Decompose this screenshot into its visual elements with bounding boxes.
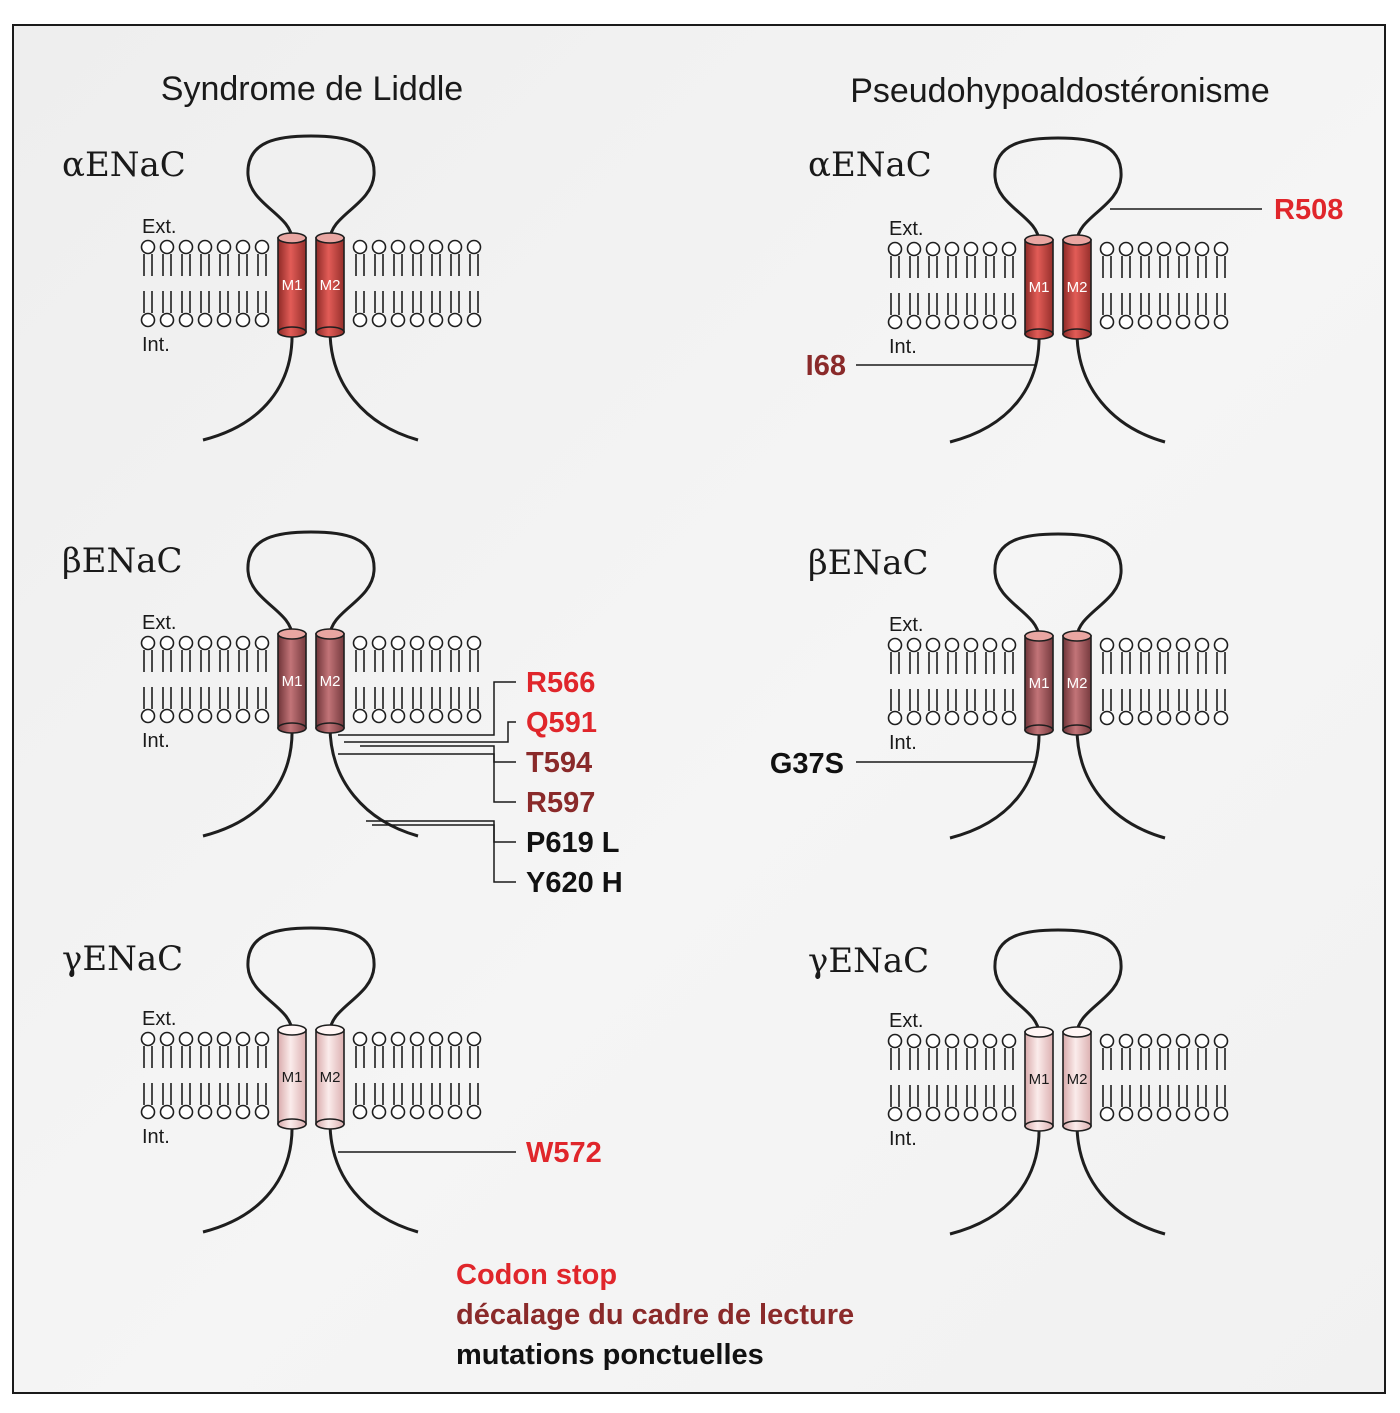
n-terminal-tail [202, 725, 294, 838]
liddle-alpha-enac-title: αENaC [62, 145, 186, 185]
extracellular-label: Ext. [889, 614, 923, 636]
extracellular-loop [993, 136, 1123, 243]
helix-m1-label: M1 [1029, 279, 1050, 296]
helix-m1-label: M1 [1029, 1071, 1050, 1088]
liddle-beta-enac-title: βENaC [62, 541, 183, 581]
helix-m2: M2 [1062, 234, 1092, 340]
helix-m2: M2 [315, 628, 345, 734]
helix-m1: M1 [277, 628, 307, 734]
lipid-bilayer [140, 239, 482, 328]
helix-m1-label: M1 [282, 673, 303, 690]
c-terminal-tail [328, 1121, 419, 1234]
n-terminal-tail [202, 329, 294, 442]
n-terminal-tail [949, 331, 1041, 444]
extracellular-loop [246, 134, 376, 241]
helix-m2: M2 [1062, 1026, 1092, 1132]
extracellular-loop [993, 532, 1123, 639]
lipid-bilayer [887, 241, 1229, 330]
mutation-t594: T594 [526, 747, 592, 779]
lipid-bilayer [887, 1033, 1229, 1122]
helix-m2: M2 [1062, 630, 1092, 736]
lipid-bilayer [140, 635, 482, 724]
mutation-q591: Q591 [526, 707, 597, 739]
pha-alpha-channel-diagram: M1 M2 Ext. Int. [887, 136, 1229, 444]
liddle-gamma-enac-title: γENaC [62, 939, 183, 979]
c-terminal-tail [328, 725, 419, 838]
helix-m1-label: M1 [282, 1069, 303, 1086]
c-terminal-tail [328, 329, 419, 442]
helix-m2-label: M2 [1067, 279, 1088, 296]
intracellular-label: Int. [142, 334, 170, 356]
mutation-leader-lines [338, 208, 1262, 1153]
mutation-r566: R566 [526, 667, 595, 699]
extracellular-label: Ext. [142, 612, 176, 634]
legend-point-mutations: mutations ponctuelles [456, 1339, 764, 1371]
n-terminal-tail [949, 1123, 1041, 1236]
extracellular-loop [246, 926, 376, 1033]
pha-gamma-channel-diagram: M1 M2 Ext. Int. [887, 928, 1229, 1236]
helix-m2-label: M2 [320, 277, 341, 294]
extracellular-loop [246, 530, 376, 637]
helix-m1: M1 [277, 1024, 307, 1130]
liddle-alpha-channel-diagram: M1 M2 Ext. Int. [140, 134, 482, 442]
liddle-beta-channel-diagram: M1 M2 Ext. Int. [140, 530, 482, 838]
c-terminal-tail [1075, 1123, 1166, 1236]
helix-m1: M1 [1024, 630, 1054, 736]
leader-line-r566 [338, 681, 516, 736]
mutation-g37s: G37S [770, 748, 844, 780]
helix-m2-label: M2 [1067, 1071, 1088, 1088]
lipid-bilayer [140, 1031, 482, 1120]
n-terminal-tail [949, 727, 1041, 840]
extracellular-label: Ext. [889, 1010, 923, 1032]
n-terminal-tail [202, 1121, 294, 1234]
mutation-r597: R597 [526, 787, 595, 819]
mutation-i68: I68 [806, 350, 846, 382]
helix-m2: M2 [315, 232, 345, 338]
heading-liddle: Syndrome de Liddle [161, 70, 463, 108]
mutation-r508: R508 [1274, 194, 1343, 226]
c-terminal-tail [1075, 331, 1166, 444]
extracellular-label: Ext. [142, 1008, 176, 1030]
helix-m2-label: M2 [320, 673, 341, 690]
helix-m2-label: M2 [1067, 675, 1088, 692]
pha-beta-channel-diagram: M1 M2 Ext. Int. [887, 532, 1229, 840]
helix-m1: M1 [277, 232, 307, 338]
helix-m1-label: M1 [1029, 675, 1050, 692]
mutation-p619l: P619 L [526, 827, 620, 859]
intracellular-label: Int. [142, 1126, 170, 1148]
intracellular-label: Int. [889, 336, 917, 358]
leader-line-q591 [344, 721, 516, 743]
helix-m1: M1 [1024, 234, 1054, 340]
legend-frameshift: décalage du cadre de lecture [456, 1299, 854, 1331]
liddle-gamma-channel-diagram: M1 M2 Ext. Int. [140, 926, 482, 1234]
helix-m2-label: M2 [320, 1069, 341, 1086]
intracellular-label: Int. [889, 732, 917, 754]
pha-alpha-enac-title: αENaC [808, 145, 932, 185]
pha-beta-enac-title: βENaC [808, 543, 929, 583]
extracellular-label: Ext. [889, 218, 923, 240]
heading-pseudohypoaldosteronism: Pseudohypoaldostéronisme [850, 72, 1270, 110]
extracellular-loop [993, 928, 1123, 1035]
mutation-y620h: Y620 H [526, 867, 623, 899]
mutation-w572: W572 [526, 1137, 602, 1169]
helix-m1-label: M1 [282, 277, 303, 294]
helix-m1: M1 [1024, 1026, 1054, 1132]
intracellular-label: Int. [142, 730, 170, 752]
leader-line-r597 [338, 753, 516, 803]
legend-codon-stop: Codon stop [456, 1259, 617, 1291]
leader-line-y620h [372, 824, 516, 883]
pha-gamma-enac-title: γENaC [808, 941, 929, 981]
c-terminal-tail [1075, 727, 1166, 840]
intracellular-label: Int. [889, 1128, 917, 1150]
helix-m2: M2 [315, 1024, 345, 1130]
lipid-bilayer [887, 637, 1229, 726]
extracellular-label: Ext. [142, 216, 176, 238]
